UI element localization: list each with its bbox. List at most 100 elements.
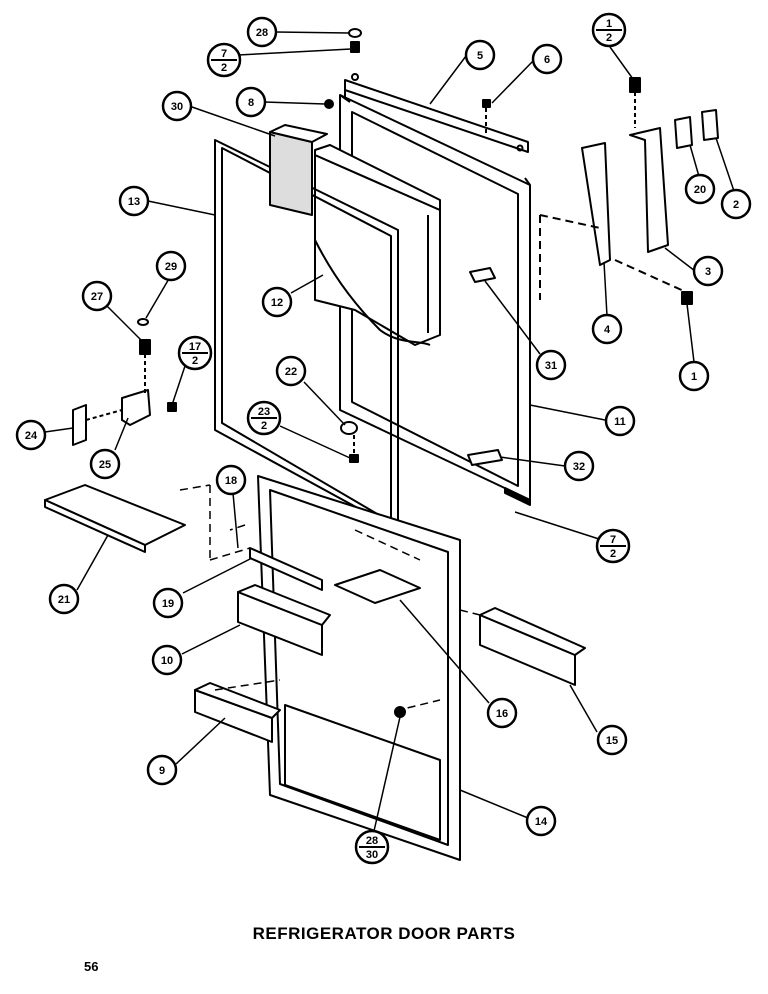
lower-hinge-parts xyxy=(72,318,177,446)
callout-circle xyxy=(15,419,47,451)
egg-tray-21 xyxy=(44,484,186,553)
callout-circle xyxy=(720,188,752,220)
callout-c22: 22 xyxy=(275,355,307,387)
callout-number: 11 xyxy=(614,416,626,428)
bin-10 xyxy=(237,584,331,656)
callout-number: 27 xyxy=(91,291,103,303)
callout-c28-top: 28 xyxy=(246,16,278,48)
callout-number: 6 xyxy=(544,54,550,66)
upper-hinge-parts xyxy=(539,77,719,305)
callout-circle xyxy=(146,754,178,786)
callout-circle xyxy=(596,724,628,756)
callout-c3: 3 xyxy=(692,255,724,287)
callout-circle xyxy=(235,86,267,118)
screw-28-30 xyxy=(394,706,406,718)
callout-c27: 27 xyxy=(81,280,113,312)
callout-number: 1 xyxy=(606,18,612,30)
callout-sub-number: 2 xyxy=(221,62,227,74)
callout-number: 28 xyxy=(256,27,268,39)
callout-number: 7 xyxy=(610,534,616,546)
callout-c20: 20 xyxy=(684,173,716,205)
leader-lines xyxy=(44,31,736,832)
callout-number: 8 xyxy=(248,97,254,109)
callout-c11: 11 xyxy=(604,405,636,437)
callout-circle xyxy=(246,16,278,48)
callout-number: 3 xyxy=(705,266,711,278)
screw-8 xyxy=(324,99,334,109)
callout-c15: 15 xyxy=(596,724,628,756)
top-hinge-bracket xyxy=(344,73,529,153)
callout-sub-number: 2 xyxy=(606,32,612,44)
callout-sub-number: 2 xyxy=(610,548,616,560)
callout-c30: 30 xyxy=(161,90,193,122)
bracket-31 xyxy=(469,267,496,283)
callout-circle xyxy=(161,90,193,122)
callout-circle xyxy=(684,173,716,205)
callout-c12: 12 xyxy=(261,286,293,318)
callout-c6: 6 xyxy=(531,43,563,75)
door-liner-panel xyxy=(314,144,441,346)
callout-number: 15 xyxy=(606,735,618,747)
callout-number: 5 xyxy=(477,50,483,62)
callout-sub-number: 2 xyxy=(192,355,198,367)
callout-circle xyxy=(563,450,595,482)
callout-number: 30 xyxy=(171,101,183,113)
bin-9 xyxy=(194,682,281,743)
callout-c1: 1 xyxy=(678,360,710,392)
callout-c24: 24 xyxy=(15,419,47,451)
callout-number: 16 xyxy=(496,708,508,720)
bracket-22 xyxy=(340,421,359,463)
callout-number: 20 xyxy=(694,184,706,196)
callout-c32: 32 xyxy=(563,450,595,482)
cap-screw-top xyxy=(348,28,362,53)
callout-number: 2 xyxy=(733,199,739,211)
callout-c21: 21 xyxy=(48,583,80,615)
callout-c16: 16 xyxy=(486,697,518,729)
callout-number: 18 xyxy=(225,475,237,487)
insulation-block xyxy=(269,124,328,216)
callout-number: 23 xyxy=(258,406,270,418)
callout-number: 19 xyxy=(162,598,174,610)
callout-circle xyxy=(678,360,710,392)
bar-19 xyxy=(249,547,323,591)
callout-circle xyxy=(89,448,121,480)
callout-circle xyxy=(215,464,247,496)
callout-circle xyxy=(48,583,80,615)
callout-number: 14 xyxy=(535,816,548,828)
callout-c8: 8 xyxy=(235,86,267,118)
bracket-32 xyxy=(467,449,503,466)
callout-c9: 9 xyxy=(146,754,178,786)
callout-number: 12 xyxy=(271,297,283,309)
callout-circle xyxy=(531,43,563,75)
callout-c4: 4 xyxy=(591,313,623,345)
part-drawings xyxy=(44,28,719,861)
callout-c13: 13 xyxy=(118,185,150,217)
callout-c17-2: 172 xyxy=(177,335,213,371)
callout-number: 31 xyxy=(545,360,557,372)
callout-c14: 14 xyxy=(525,805,557,837)
callout-circle xyxy=(81,280,113,312)
callout-circle xyxy=(525,805,557,837)
callout-c1-2-top: 12 xyxy=(591,12,627,48)
callout-number: 21 xyxy=(58,594,70,606)
callout-number: 9 xyxy=(159,765,165,777)
callout-c25: 25 xyxy=(89,448,121,480)
callout-c23-2: 232 xyxy=(246,400,282,436)
callout-number: 29 xyxy=(165,261,177,273)
callout-number: 7 xyxy=(221,48,227,60)
callout-sub-number: 30 xyxy=(366,849,378,861)
callout-c5: 5 xyxy=(464,39,496,71)
callout-c18: 18 xyxy=(215,464,247,496)
callout-circle xyxy=(692,255,724,287)
callout-c31: 31 xyxy=(535,349,567,381)
lower-door-frame xyxy=(257,475,461,861)
callout-number: 32 xyxy=(573,461,585,473)
callout-circle xyxy=(118,185,150,217)
callout-circle xyxy=(261,286,293,318)
tray-16 xyxy=(334,569,421,604)
screw-6 xyxy=(482,99,491,135)
bracket-15 xyxy=(479,607,586,686)
callout-circle xyxy=(151,644,183,676)
callout-circle xyxy=(155,250,187,282)
